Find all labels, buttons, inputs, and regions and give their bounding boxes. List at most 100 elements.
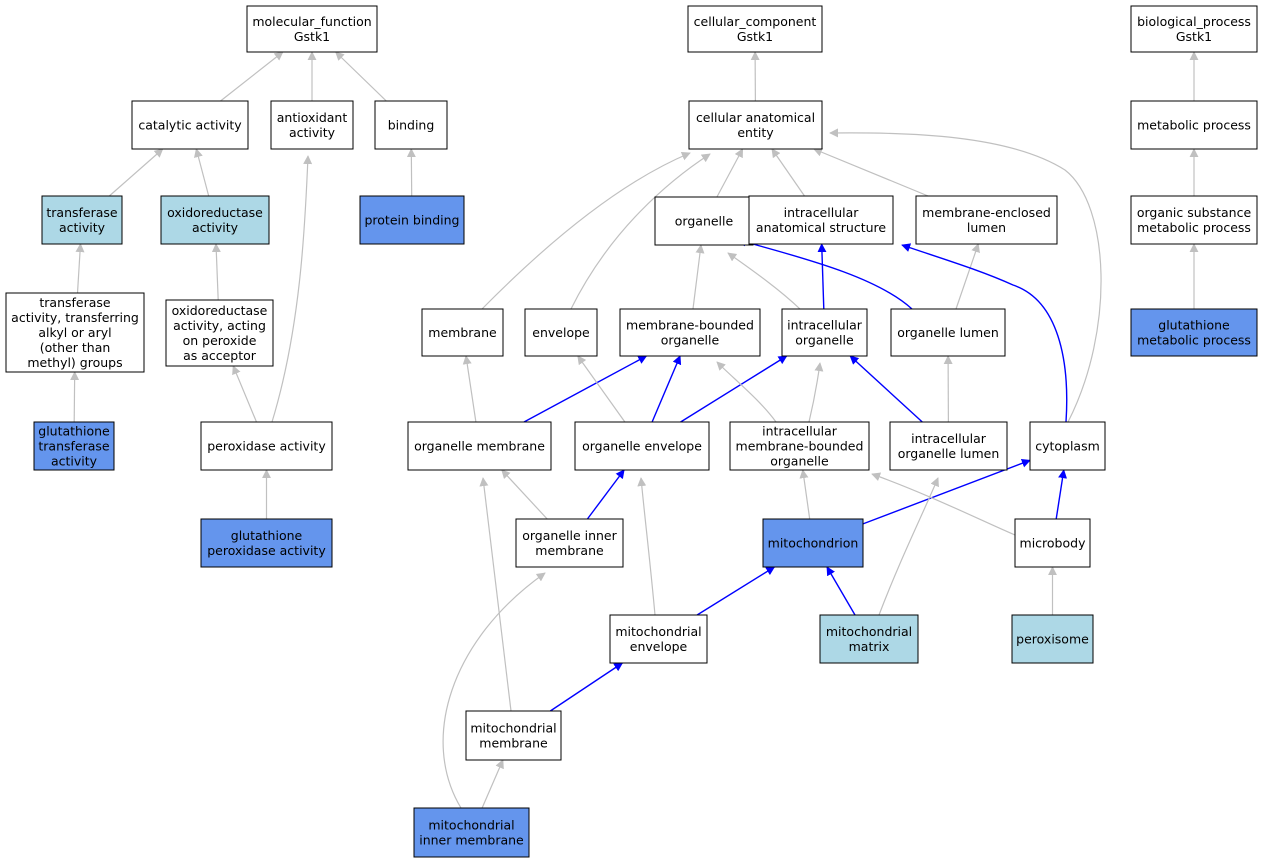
- node-label: as acceptor: [183, 348, 257, 363]
- node-label: (other than: [40, 340, 111, 355]
- edges-layer: [70, 51, 1199, 809]
- node-label: anatomical structure: [756, 220, 886, 235]
- node-box: [654, 196, 754, 246]
- node-label: catalytic activity: [138, 118, 242, 133]
- node-box: [915, 195, 1058, 245]
- node-label: lumen: [967, 220, 1006, 235]
- node-box: [33, 421, 115, 471]
- edge-microbody-to-cyto: [1055, 469, 1068, 520]
- node-perox[interactable]: peroxidase activity: [200, 421, 333, 471]
- node-label: glutathione: [1158, 318, 1230, 333]
- node-label: intracellular: [784, 205, 860, 220]
- node-box: [1130, 308, 1258, 357]
- edge-transf-to-cat: [108, 148, 164, 197]
- node-membrane[interactable]: membrane: [421, 308, 504, 357]
- edge-ias-to-cae: [771, 148, 805, 197]
- node-label: organelle envelope: [582, 439, 702, 454]
- edge-iol-to-io: [849, 355, 923, 423]
- node-label: organelle: [661, 333, 720, 348]
- node-box: [413, 807, 530, 858]
- node-box: [270, 100, 354, 150]
- edge-gst-to-transfalk: [70, 371, 80, 423]
- node-label: metabolic process: [1137, 220, 1251, 235]
- node-label: peroxidase activity: [207, 439, 326, 454]
- edge-om-to-mbo: [523, 355, 648, 423]
- node-box: [200, 518, 333, 568]
- node-label: cytoplasm: [1035, 439, 1100, 454]
- edge-ol-to-mel: [955, 243, 980, 310]
- node-label: organelle: [675, 214, 734, 229]
- node-label: cellular_component: [694, 14, 817, 29]
- node-protbind[interactable]: protein binding: [359, 195, 465, 245]
- node-box: [41, 195, 123, 245]
- node-label: metabolic process: [1137, 118, 1251, 133]
- node-label: mitochondrial: [428, 818, 514, 833]
- node-organelle[interactable]: organelle: [654, 196, 754, 246]
- node-mito[interactable]: mitochondrion: [762, 518, 864, 568]
- edge-organelle-to-cae: [716, 148, 744, 198]
- edge-om-to-membrane: [462, 355, 477, 423]
- node-oe[interactable]: organelle envelope: [574, 421, 710, 471]
- node-box: [609, 614, 708, 664]
- node-box: [574, 421, 710, 471]
- node-label: metabolic process: [1137, 333, 1251, 348]
- node-peroxisome[interactable]: peroxisome: [1011, 614, 1094, 664]
- edge-mbo-to-organelle: [692, 244, 705, 310]
- node-box: [1130, 5, 1258, 53]
- node-metab[interactable]: metabolic process: [1130, 100, 1258, 150]
- node-box: [781, 308, 868, 357]
- node-ol[interactable]: organelle lumen: [890, 308, 1006, 357]
- node-cyto[interactable]: cytoplasm: [1029, 421, 1106, 471]
- edge-mito-to-cyto: [862, 458, 1031, 525]
- node-label: Gstk1: [1176, 29, 1212, 44]
- node-label: antioxidant: [277, 110, 348, 125]
- node-label: entity: [737, 125, 774, 140]
- edge-mim-to-oim: [442, 572, 546, 809]
- edge-mito-to-imbo: [799, 469, 811, 520]
- edge-oe-to-mbo: [651, 355, 682, 423]
- node-binding[interactable]: binding: [374, 100, 448, 150]
- node-label: mitochondrial: [826, 624, 912, 639]
- node-om[interactable]: organelle membrane: [407, 421, 552, 471]
- node-label: mitochondrial: [615, 624, 701, 639]
- node-envelope[interactable]: envelope: [524, 308, 598, 357]
- node-box: [359, 195, 465, 245]
- node-label: organelle: [770, 454, 829, 469]
- edge-io-to-organelle: [727, 252, 801, 310]
- edge-oe-to-io: [680, 355, 788, 423]
- node-label: Gstk1: [737, 29, 773, 44]
- node-label: mitochondrion: [768, 536, 859, 551]
- node-label: organic substance: [1137, 205, 1252, 220]
- edge-imbo-to-io: [808, 362, 824, 423]
- node-label: microbody: [1020, 536, 1087, 551]
- node-microbody[interactable]: microbody: [1014, 518, 1091, 568]
- edge-microbody-to-imbo: [871, 472, 1016, 536]
- node-box: [1014, 518, 1091, 568]
- node-cat[interactable]: catalytic activity: [131, 100, 249, 150]
- edge-oe-to-envelope: [577, 355, 626, 423]
